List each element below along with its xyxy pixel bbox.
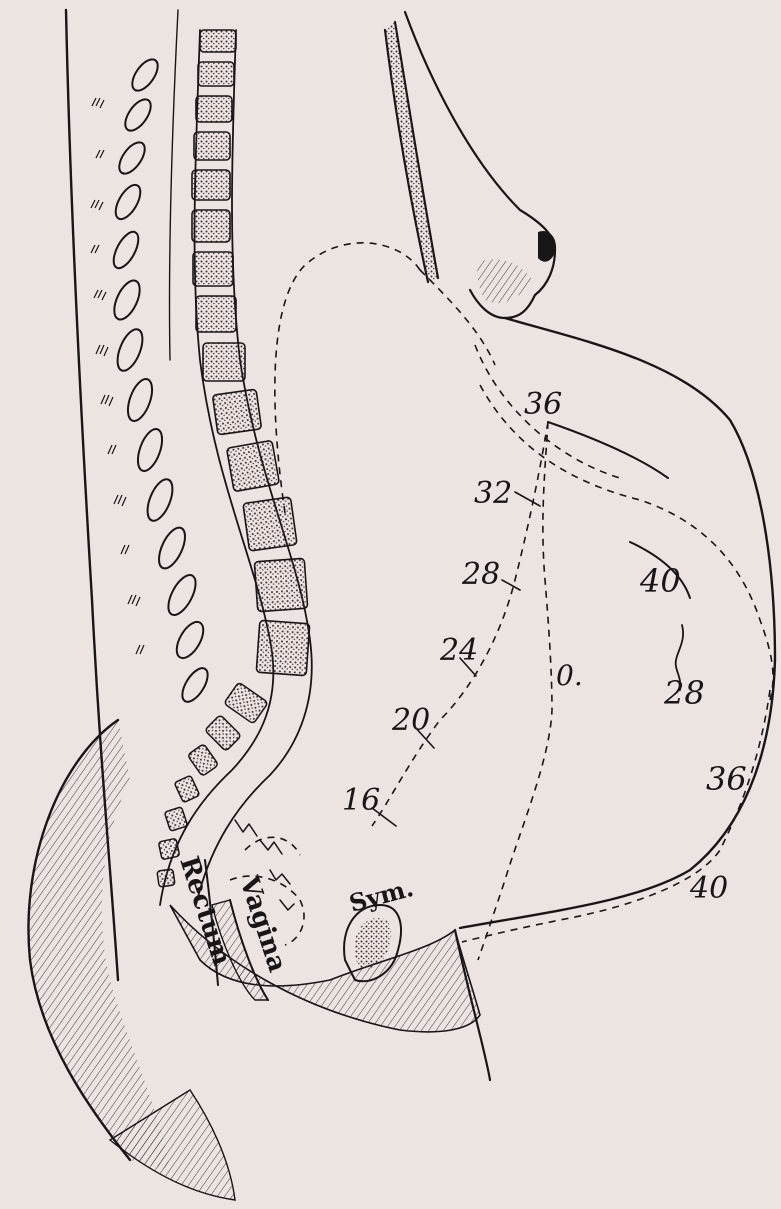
breast-shading <box>477 259 532 303</box>
label-20: 20 <box>391 703 430 738</box>
label-symphysis: Sym. <box>346 873 416 918</box>
back-inner-line <box>169 10 178 360</box>
abdomen-outline-term <box>460 318 775 928</box>
vertebral-column <box>157 30 312 905</box>
sternum-fill <box>385 22 438 282</box>
label-outline-36: 36 <box>706 760 747 798</box>
fold-line-36 <box>548 422 668 478</box>
fundus-track <box>372 422 548 826</box>
rib-hatch-marks <box>91 98 144 654</box>
label-28: 28 <box>461 557 500 592</box>
label-24: 24 <box>439 633 478 668</box>
label-zero: 0. <box>556 659 583 692</box>
fundus-track-labels: 16 20 24 28 32 36 <box>342 387 562 818</box>
label-outline-40: 40 <box>639 562 681 600</box>
nipple <box>538 231 556 262</box>
label-outline-28: 28 <box>663 674 705 712</box>
label-outline-lower-40: 40 <box>689 871 728 906</box>
label-32: 32 <box>474 476 512 511</box>
uterus-outline-dashed <box>275 243 495 520</box>
buttock-shading <box>28 720 170 1170</box>
label-16: 16 <box>342 783 380 818</box>
label-36: 36 <box>524 387 562 422</box>
